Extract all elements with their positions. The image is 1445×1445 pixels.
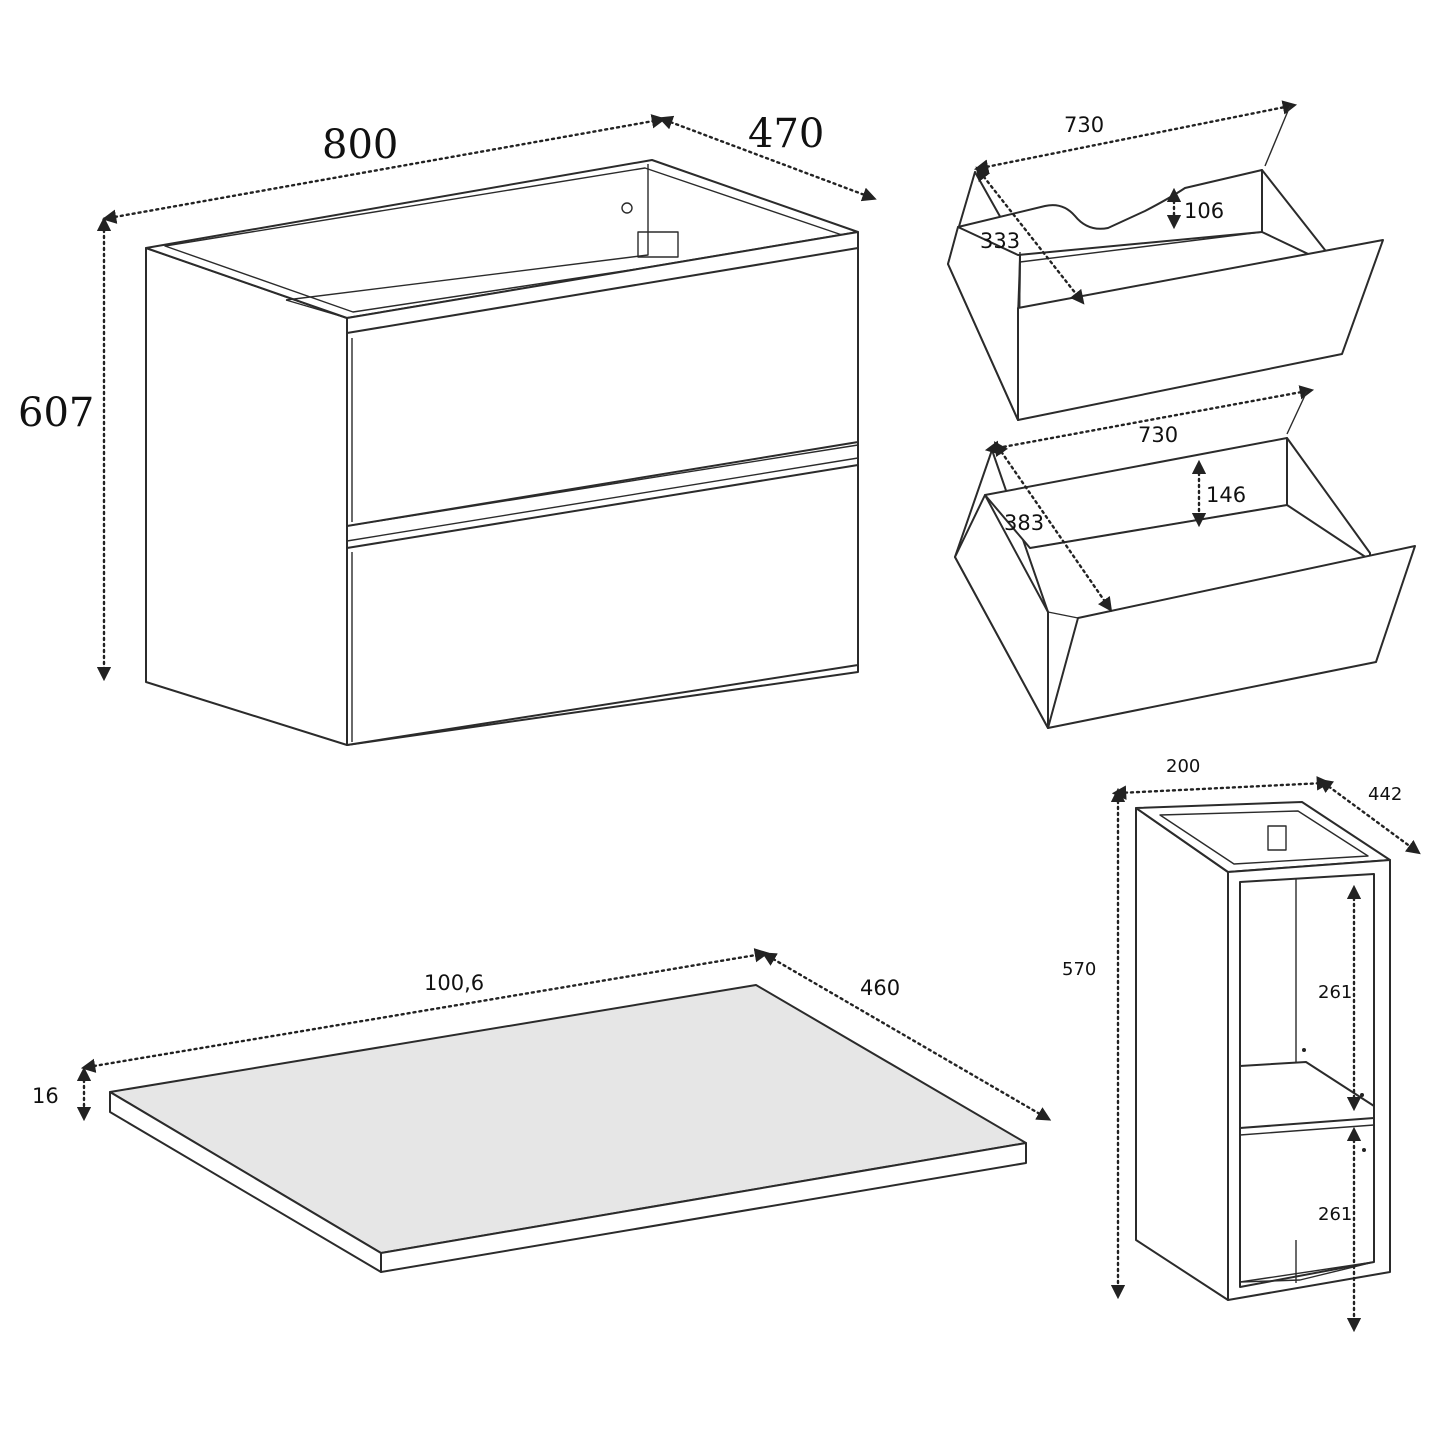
drawer-bottom: 730 383 146 (954, 385, 1416, 729)
side-unit-width-label: 200 (1166, 756, 1200, 777)
drawer-top-width-label: 730 (1064, 113, 1104, 137)
dimension-line-width (984, 385, 1315, 455)
dimension-line-depth (658, 115, 877, 202)
cabinet-depth-label: 470 (748, 111, 824, 157)
dimension-line-depth (975, 166, 1085, 305)
dimension-line-depth (761, 952, 1052, 1121)
drawer-bottom-height-label: 146 (1206, 483, 1246, 507)
side-unit-shelf-upper-label: 261 (1318, 982, 1352, 1003)
drawer-top: 730 333 106 (947, 100, 1384, 421)
drawer-top-depth-label: 333 (980, 229, 1020, 253)
countertop-thickness-label: 16 (32, 1084, 59, 1108)
cabinet-width-label: 800 (322, 122, 398, 168)
dimension-line-width (80, 948, 770, 1073)
drawer-bottom-depth-label: 383 (1004, 511, 1044, 535)
dimension-line-width (973, 100, 1298, 174)
side-unit-height-label: 570 (1062, 959, 1096, 980)
vanity-cabinet: 800 470 607 (18, 111, 877, 746)
dimension-line-depth (1318, 778, 1421, 855)
countertop-depth-label: 460 (860, 976, 900, 1000)
side-unit-shelf-lower-label: 261 (1318, 1204, 1352, 1225)
dimension-line-depth (993, 441, 1113, 612)
dimension-line-width (101, 114, 667, 224)
countertop-width-label: 100,6 (424, 971, 484, 995)
side-unit-depth-label: 442 (1368, 784, 1402, 805)
countertop: 100,6 460 16 (32, 948, 1052, 1273)
dimension-line-width (1111, 776, 1332, 800)
side-shelf-unit: 200 442 570 261 261 (1062, 756, 1421, 1333)
drawer-bottom-width-label: 730 (1138, 423, 1178, 447)
cabinet-height-label: 607 (18, 390, 94, 436)
drawer-top-height-label: 106 (1184, 199, 1224, 223)
